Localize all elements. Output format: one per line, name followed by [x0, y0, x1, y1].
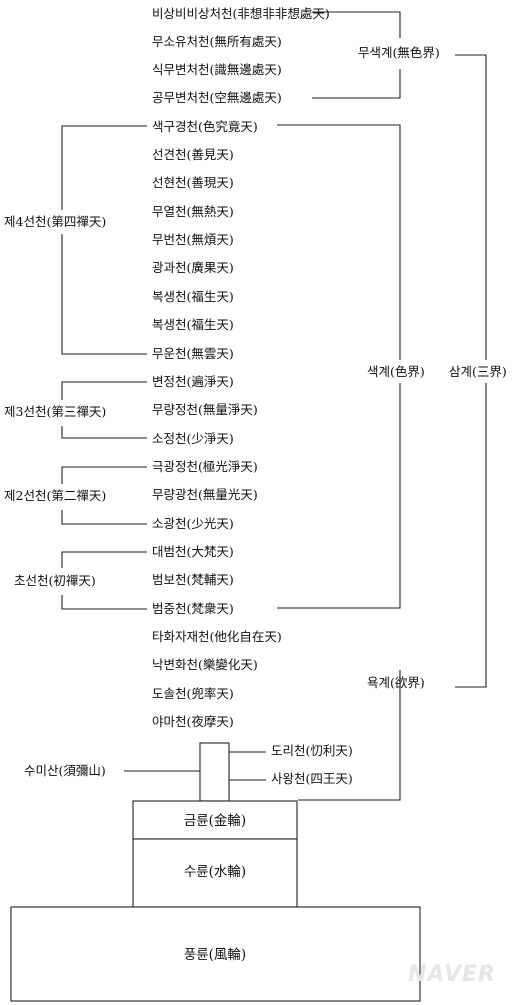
dhyana-first-bracket [61, 551, 147, 610]
heaven-sikmubyeoncheo: 식무변처천(識無邊處天) [152, 62, 282, 77]
heaven-tahwajajae: 타화자재천(他化自在天) [152, 629, 282, 644]
three-realms-bracket [455, 54, 487, 688]
connector-lines [61, 11, 487, 801]
water-wheel-label: 수륜(水輪) [184, 863, 246, 880]
heaven-geukgwangjeong: 극광정천(極光淨天) [152, 459, 258, 474]
heaven-musoyucheo: 무소유처천(無所有處天) [152, 34, 282, 49]
heaven-muyeol: 무열천(無熱天) [152, 204, 234, 219]
dhyana-fourth-bracket [61, 125, 147, 355]
dhyana-second-bracket [61, 466, 147, 525]
heaven-seongyeon: 선견천(善見天) [152, 147, 234, 162]
naver-watermark: NAVER [408, 962, 496, 987]
dhyana-third-label: 제3선천(第三禪天) [4, 404, 106, 419]
heaven-nakbyeonhwa: 낙변화천(樂變化天) [152, 657, 258, 672]
heaven-beombo: 범보천(梵輔天) [152, 572, 234, 587]
heaven-sawang: 사왕천(四王天) [271, 771, 353, 786]
heaven-beomjung: 범중천(梵衆天) [152, 601, 234, 616]
heaven-gongmubyeoncheo: 공무변처천(空無邊處天) [152, 90, 282, 105]
heaven-muun: 무운천(無雲天) [152, 346, 234, 361]
form-bracket [277, 124, 401, 609]
heaven-muryangjeong: 무량정천(無量淨天) [152, 402, 258, 417]
gold-wheel-label: 금륜(金輪) [184, 812, 246, 829]
mount-sumeru-label: 수미산(須彌山) [24, 763, 106, 778]
heaven-boksaeng-2: 복생천(福生天) [152, 317, 234, 332]
gold-wheel-box [132, 800, 298, 840]
heaven-muryanggwang: 무량광천(無量光天) [152, 487, 258, 502]
wheels: 금륜(金輪) 수륜(水輪) 풍륜(風輪) [10, 800, 421, 1002]
heaven-daebeom: 대범천(大梵天) [152, 544, 234, 559]
heaven-dosol: 도솔천(兜率天) [152, 686, 234, 701]
heaven-yama: 야마천(夜摩天) [152, 714, 234, 729]
three-realms-label: 삼계(三界) [449, 364, 507, 379]
water-wheel-box [132, 838, 298, 908]
dhyana-first-label: 초선천(初禪天) [14, 573, 96, 588]
heaven-dori: 도리천(忉利天) [271, 743, 353, 758]
heaven-boksaeng-1: 복생천(福生天) [152, 289, 234, 304]
wind-wheel-box [10, 906, 421, 1002]
form-realm-label: 색계(色界) [367, 364, 425, 379]
mount-sumeru-pillar [199, 742, 230, 802]
dhyana-fourth-label: 제4선천(第四禪天) [4, 214, 106, 229]
heaven-sojeong: 소정천(少淨天) [152, 431, 234, 446]
wind-wheel-label: 풍륜(風輪) [184, 946, 246, 963]
heaven-saekgugyeong: 색구경천(色究竟天) [152, 119, 258, 134]
heaven-labels: 비상비비상처천(非想非非想處天) 무소유처천(無所有處天) 식무변처천(識無邊處… [152, 6, 353, 786]
heaven-gwanggwa: 광과천(廣果天) [152, 260, 234, 275]
heaven-mubeon: 무번천(無煩天) [152, 232, 234, 247]
heaven-byeonjeong: 변정천(遍淨天) [152, 374, 234, 389]
heaven-sogwang: 소광천(少光天) [152, 516, 234, 531]
dhyana-third-bracket [61, 381, 147, 439]
formless-realm-label: 무색계(無色界) [358, 45, 440, 60]
heaven-seonhyeon: 선현천(善現天) [152, 175, 234, 190]
desire-realm-label: 욕계(欲界) [367, 675, 425, 690]
formless-bracket [312, 11, 401, 99]
dhyana-second-label: 제2선천(第二禪天) [4, 488, 106, 503]
heaven-bisangbibisangcheo: 비상비비상처천(非想非非想處天) [152, 6, 330, 21]
desire-bracket [298, 670, 401, 801]
group-labels: 제4선천(第四禪天) 제3선천(第三禪天) 제2선천(第二禪天) 초선천(初禪天… [4, 45, 507, 778]
